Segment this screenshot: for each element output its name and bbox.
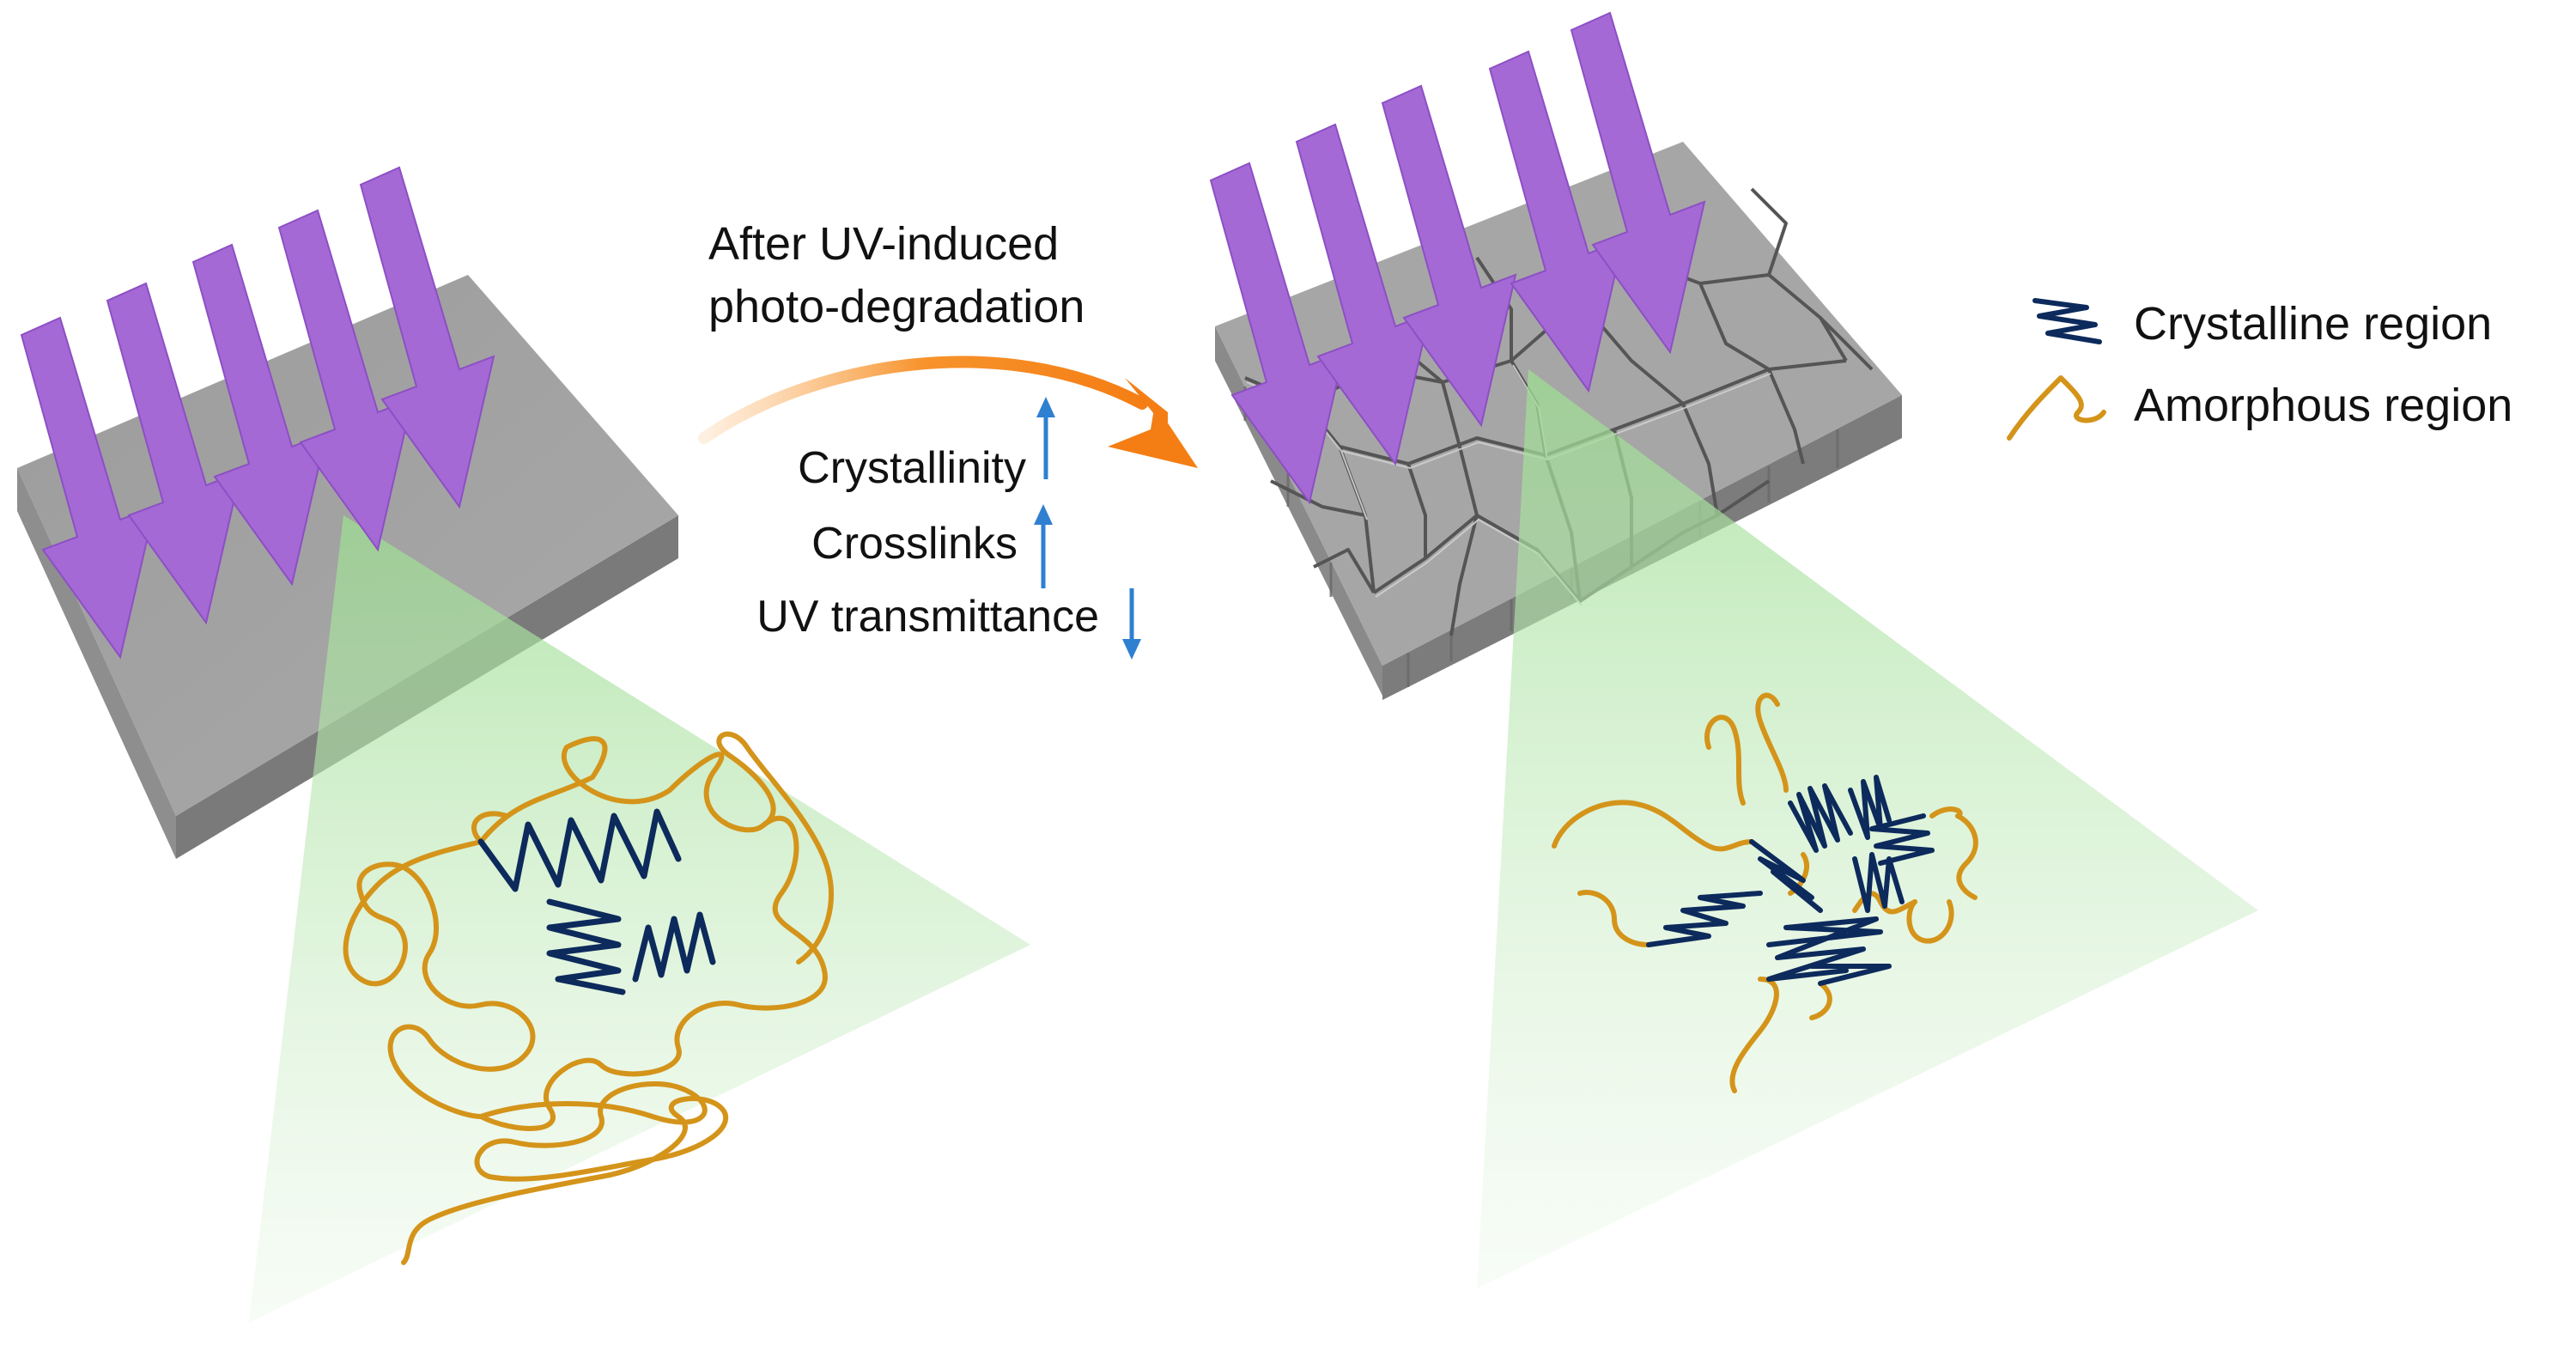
amorphous-chain [716,731,834,965]
zoom-cone-left [249,515,1030,1323]
crystalline-lamella [546,898,626,995]
crystalline-lamella [1749,839,1823,913]
amorphous-chain [471,811,509,844]
crystalline-lamella [1848,775,1892,840]
uv-arrows-left [20,166,495,660]
crystalline-lamella [1852,852,1905,913]
crystalline-lamella [1869,813,1935,866]
amorphous-chain [1755,692,1789,793]
process-arrow [698,356,1198,468]
crystalline-lamella [632,911,716,983]
uv-arrow-icon [106,282,242,625]
crystalline-lamella [1646,891,1763,947]
process-label-line2: photo-degradation [708,281,1084,332]
folded-chain-icon [2032,298,2102,344]
uv-arrow-icon [1570,11,1706,355]
uv-arrow-icon [1488,50,1625,393]
crystalline-lamella [1766,916,1883,982]
amorphous-chain [1809,981,1832,1020]
up-arrow-icon [1034,504,1053,588]
crystalline-lamella [477,808,682,892]
change-label-uv-transmittance: UV transmittance [756,592,1099,642]
process-label-line1: After UV-induced [708,218,1059,270]
amorphous-chain [1729,977,1779,1093]
amorphous-chain [1577,890,1651,947]
down-arrow-icon [1122,588,1141,660]
uv-arrow-icon [1381,84,1517,428]
legend-label-amorphous: Amorphous region [2134,380,2512,431]
crystalline-lamella [1788,783,1853,853]
uv-arrow-icon [277,209,414,552]
amorphous-chain [343,839,536,1119]
legend: Crystalline region Amorphous region [2007,298,2512,441]
polymer-chain-degraded [1552,692,1978,1093]
amorphous-chain [478,736,828,1131]
uv-arrow-icon [1295,123,1431,466]
change-label-crosslinks: Crosslinks [811,519,1018,569]
up-arrow-icon [1036,397,1055,479]
amorphous-chain [401,1081,729,1265]
random-coil-icon [2007,375,2106,441]
uv-arrow-icon [359,166,495,509]
uv-arrows-right [1209,11,1706,505]
change-label-crystallinity: Crystallinity [798,443,1026,493]
polymer-chain-intact [343,731,834,1265]
legend-label-crystalline: Crystalline region [2134,298,2492,350]
amorphous-chain [1929,806,1963,819]
amorphous-chain [1955,813,1978,900]
uv-arrow-icon [20,316,156,660]
crystalline-lamella [1809,964,1892,986]
uv-arrow-icon [1209,161,1346,505]
amorphous-chain [1906,899,1954,944]
amorphous-chain [1852,891,1917,915]
amorphous-chain [1704,715,1746,806]
uv-arrow-icon [191,243,328,587]
amorphous-chain [1552,800,1754,852]
